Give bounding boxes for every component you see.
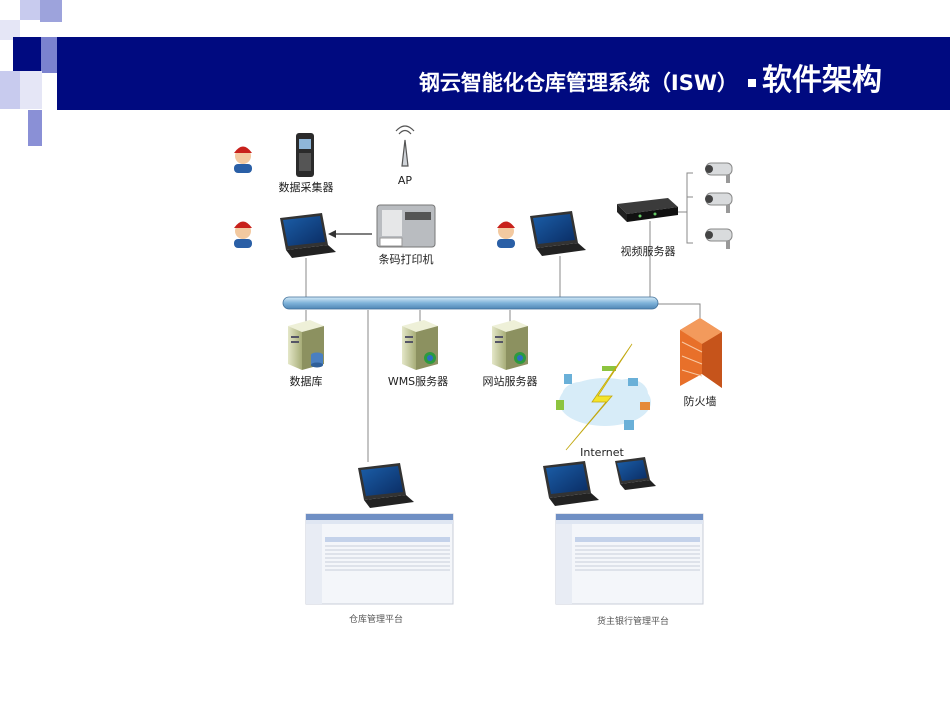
label-web-server: 网站服务器 [483,374,538,388]
decor-square [40,0,62,22]
label-client-bank-platform: 货主银行管理平台 [597,615,669,627]
client-bank-platform-screenshot [555,513,704,605]
slide-title: 钢云智能化仓库管理系统（ISW） 软件架构 [419,55,882,99]
label-warehouse-platform: 仓库管理平台 [349,613,403,625]
user-icon [234,221,252,248]
warehouse-platform-screenshot [305,513,454,605]
label-barcode-printer: 条码打印机 [379,252,434,266]
network-bus [282,296,659,310]
user-icon [234,146,252,173]
decor-square [0,71,20,109]
title-bullet [748,79,756,87]
laptop-icon [358,463,414,508]
decor-square [20,0,40,20]
decor-square [20,71,42,109]
laptop-icon [615,457,656,490]
label-data-collector: 数据采集器 [279,180,334,194]
decor-square [0,20,20,40]
label-internet: Internet [580,446,624,459]
connection-lines [305,172,701,462]
label-firewall: 防火墙 [684,394,717,408]
label-database: 数据库 [290,374,323,388]
camera-icon [705,162,733,183]
database-server-icon [288,320,324,370]
camera-icon [705,228,733,249]
lightning-icon [565,343,633,451]
decor-square [28,110,42,146]
arrow [328,230,372,238]
decor-square [13,37,41,71]
web-server-icon [492,320,528,370]
access-point-icon [395,125,415,167]
laptop-icon [530,211,586,256]
label-wms-server: WMS服务器 [388,375,448,388]
barcode-printer-icon [376,204,436,248]
user-icon [497,221,515,248]
title-bar: 钢云智能化仓库管理系统（ISW） 软件架构 [57,37,950,110]
handheld-scanner-icon [296,133,314,177]
title-main: 钢云智能化仓库管理系统（ISW） [418,71,738,95]
decor-square [41,37,57,73]
label-ap: AP [398,174,413,187]
wms-server-icon [402,320,438,370]
video-server-icon [617,198,678,222]
firewall-icon [680,318,722,388]
label-video-server: 视频服务器 [621,244,676,258]
laptop-icon [280,213,336,258]
title-sub: 软件架构 [762,63,882,98]
laptop-icon [543,461,599,506]
camera-icon [705,192,733,213]
